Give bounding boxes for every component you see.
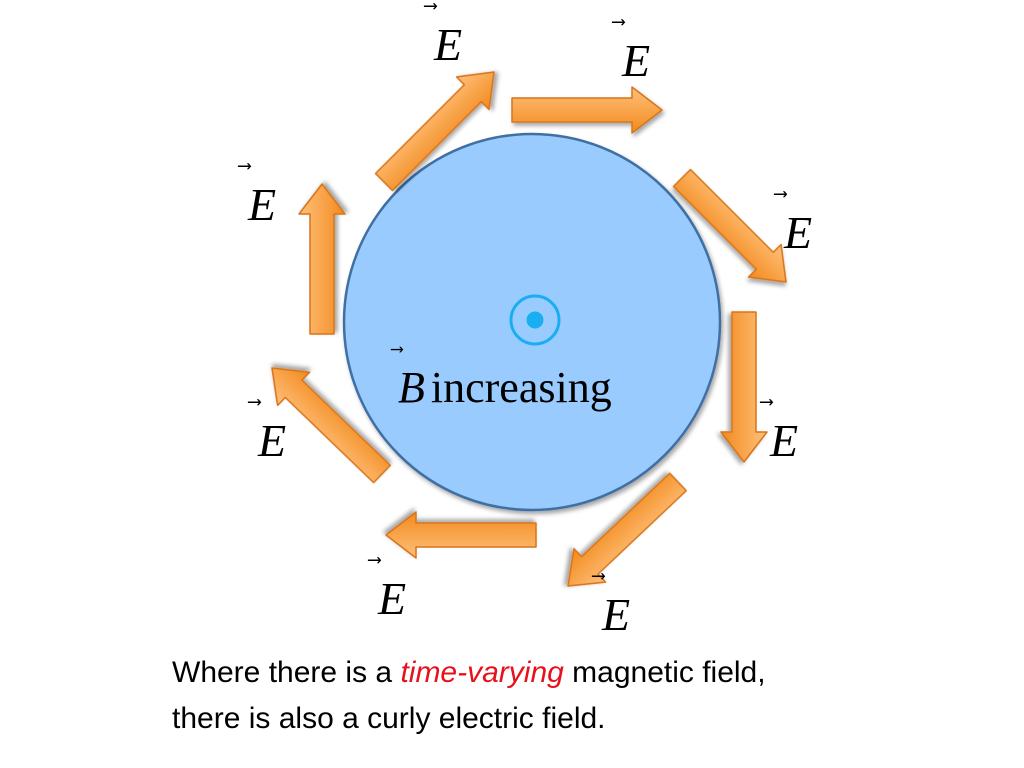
out-of-page-ring: [509, 294, 561, 346]
out-of-page-symbol: [509, 294, 561, 346]
e-field-label-upper-left: ⃗E: [248, 179, 277, 230]
e-arrow-lower-right: [567, 472, 687, 587]
e-arrow-upper-right-shape: [672, 168, 787, 283]
caption-line-1: Where there is a time-varying magnetic f…: [172, 656, 766, 689]
caption-line-2: there is also a curly electric field.: [172, 702, 606, 735]
e-field-label-top-right: ⃗E: [622, 35, 651, 86]
e-field-label-upper-right: ⃗E: [784, 207, 813, 258]
e-field-label-lower-left: ⃗E: [258, 415, 287, 466]
e-arrow-lower-left-shape: [271, 367, 392, 484]
caption: Where there is a time-varying magnetic f…: [172, 650, 932, 742]
e-field-label-bottom-right: ⃗E: [602, 589, 631, 640]
increasing-text: increasing: [430, 363, 612, 412]
b-vector-symbol: ⃗B: [398, 363, 425, 412]
e-arrow-top: [511, 86, 663, 134]
e-arrow-bottom-shape: [385, 511, 537, 559]
e-arrow-upper-right: [672, 168, 787, 283]
e-arrow-left-shape: [298, 183, 346, 335]
e-arrow-right-shape: [720, 311, 768, 463]
caption-highlight: time-varying: [400, 656, 564, 689]
e-arrow-top-shape: [511, 86, 663, 134]
e-arrow-lower-left: [271, 367, 392, 484]
e-arrow-bottom: [385, 511, 537, 559]
e-arrow-left: [298, 183, 346, 335]
e-arrow-upper-left-shape: [374, 71, 495, 192]
e-arrow-lower-right-shape: [567, 472, 687, 587]
e-field-label-bottom-left: ⃗E: [378, 573, 407, 624]
e-arrow-upper-left: [374, 71, 495, 192]
e-field-label-top: ⃗E: [434, 19, 463, 70]
e-arrow-right: [720, 311, 768, 463]
e-field-label-lower-right: ⃗E: [770, 415, 799, 466]
out-of-page-dot: [526, 311, 544, 329]
